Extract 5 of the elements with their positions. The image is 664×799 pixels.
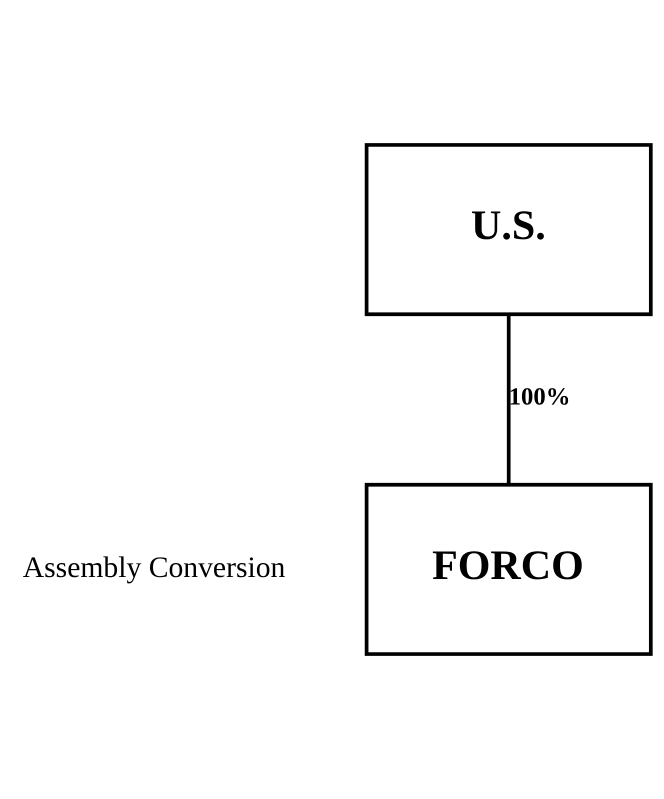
node-box: FORCO — [364, 482, 653, 656]
node-label: Assembly Conversion — [22, 552, 286, 584]
node-box: U.S. — [364, 143, 653, 316]
edge-label: 100% — [508, 383, 570, 410]
connector — [506, 314, 511, 484]
